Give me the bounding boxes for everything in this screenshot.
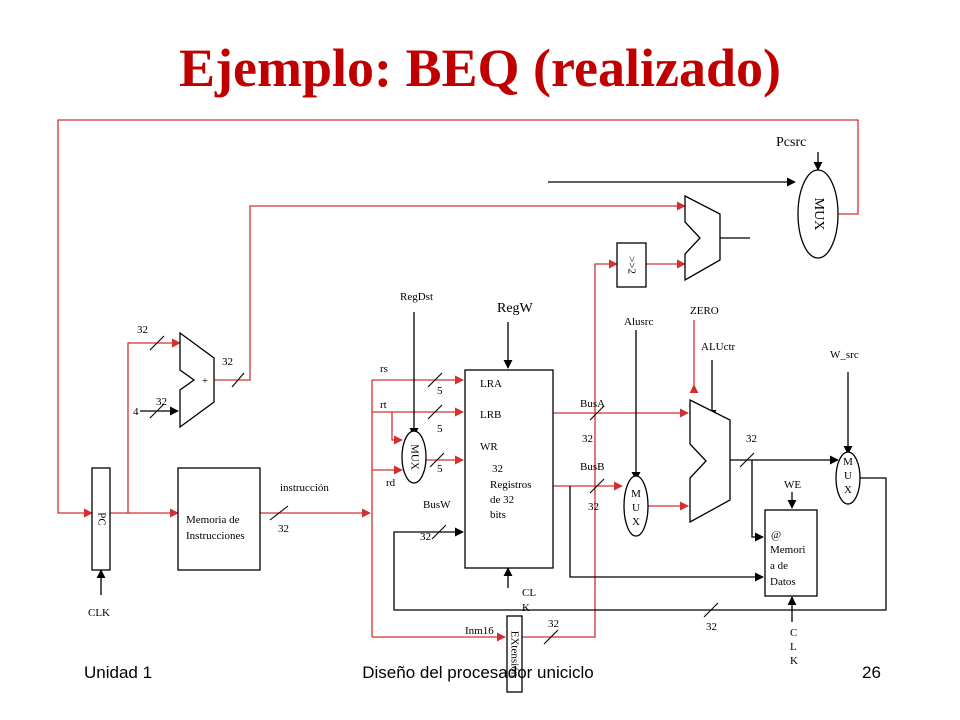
busa-label: BusA bbox=[580, 398, 605, 410]
instruction-memory: Memoria de Instrucciones bbox=[177, 467, 261, 571]
width-busa: 32 bbox=[582, 433, 593, 445]
clk-label: CLK bbox=[88, 607, 110, 619]
alu-mux: M U X bbox=[623, 475, 649, 537]
dmem-clk-2: L bbox=[790, 641, 797, 653]
extend-label: EXtensión bbox=[508, 631, 520, 678]
pc-adder: + bbox=[179, 331, 215, 429]
reg-text-1: Registros bbox=[490, 479, 532, 491]
width-extend: 32 bbox=[548, 618, 559, 630]
control-labels: Pcsrc RegDst RegW Alusrc ZERO ALUctr W_s… bbox=[88, 135, 859, 667]
regdst-mux-label: MUX bbox=[408, 444, 420, 470]
alu bbox=[689, 398, 731, 524]
shift-label: >>2 bbox=[625, 256, 637, 274]
branch-adder bbox=[684, 194, 721, 282]
dmem-clk-3: K bbox=[790, 655, 798, 667]
zero-label: ZERO bbox=[690, 305, 719, 317]
width-rt: 5 bbox=[437, 423, 443, 435]
alu-mux-u: U bbox=[632, 502, 640, 514]
regdst-label: RegDst bbox=[400, 291, 433, 303]
pc-register: PC bbox=[91, 467, 111, 571]
alusrc-label: Alusrc bbox=[624, 316, 653, 328]
width-rs: 5 bbox=[437, 385, 443, 397]
wsrc-label: W_src bbox=[830, 349, 859, 361]
wb-mux-u: U bbox=[844, 470, 852, 482]
footer-unit: Unidad 1 bbox=[84, 663, 152, 682]
register-file: LRA LRB WR 32 Registros de 32 bits bbox=[464, 369, 554, 569]
four-label: 4 bbox=[133, 406, 139, 418]
width-busw: 32 bbox=[420, 531, 431, 543]
reg-clk-1: CL bbox=[522, 587, 536, 599]
width-instr: 32 bbox=[278, 523, 289, 535]
width-pc-adder: 32 bbox=[137, 324, 148, 336]
reg-lra: LRA bbox=[480, 378, 502, 390]
bus-labels: rs rt rd instrucción BusA BusB BusW Inm1… bbox=[133, 324, 757, 637]
we-label: WE bbox=[784, 479, 801, 491]
sign-extension: EXtensión bbox=[506, 615, 523, 693]
reg-wr: WR bbox=[480, 441, 498, 453]
width-four: 32 bbox=[156, 396, 167, 408]
pcsrc-label: Pcsrc bbox=[776, 135, 806, 150]
dmem-at: @ bbox=[771, 529, 781, 541]
dmem-text-2: a de bbox=[770, 560, 788, 572]
black-wires bbox=[96, 152, 887, 622]
busw-label: BusW bbox=[423, 499, 451, 511]
shift-left-2: >>2 bbox=[616, 242, 647, 288]
pc-mux-label: MUX bbox=[811, 198, 826, 231]
slide-title: Ejemplo: BEQ (realizado) bbox=[179, 38, 781, 98]
rd-label: rd bbox=[386, 477, 396, 489]
reg-width: 32 bbox=[492, 463, 503, 475]
bus-width-ticks bbox=[149, 335, 755, 645]
pc-mux: MUX bbox=[797, 169, 839, 259]
dmem-text-3: Datos bbox=[770, 576, 796, 588]
reg-text-3: bits bbox=[490, 509, 506, 521]
alu-mux-m: M bbox=[631, 488, 641, 500]
red-wires bbox=[57, 119, 859, 642]
wb-mux-x: X bbox=[844, 484, 852, 496]
alu-mux-x: X bbox=[632, 516, 640, 528]
adder-symbol: + bbox=[202, 375, 208, 387]
dmem-text-1: Memori bbox=[770, 544, 805, 556]
busb-label: BusB bbox=[580, 461, 604, 473]
imem-label-1: Memoria de bbox=[186, 514, 240, 526]
aluctr-label: ALUctr bbox=[701, 341, 736, 353]
regw-label: RegW bbox=[497, 301, 534, 316]
wb-mux-m: M bbox=[843, 456, 853, 468]
reg-clk-2: K bbox=[522, 602, 530, 614]
width-alu-out: 32 bbox=[746, 433, 757, 445]
width-busb: 32 bbox=[588, 501, 599, 513]
rs-label: rs bbox=[380, 363, 388, 375]
footer-course: Diseño del procesador uniciclo bbox=[362, 663, 594, 682]
rt-label: rt bbox=[380, 399, 387, 411]
imem-label-2: Instrucciones bbox=[186, 530, 245, 542]
reg-lrb: LRB bbox=[480, 409, 501, 421]
width-wr: 5 bbox=[437, 463, 443, 475]
writeback-mux: M U X bbox=[835, 451, 861, 505]
pc-label: PC bbox=[95, 512, 107, 525]
reg-text-2: de 32 bbox=[490, 494, 514, 506]
page-number: 26 bbox=[862, 663, 881, 682]
width-wb: 32 bbox=[706, 621, 717, 633]
inm16-label: Inm16 bbox=[465, 625, 494, 637]
regdst-mux: MUX bbox=[401, 430, 427, 484]
instruccion-label: instrucción bbox=[280, 482, 329, 494]
data-memory: @ Memori a de Datos bbox=[764, 509, 818, 597]
dmem-clk-1: C bbox=[790, 627, 797, 639]
width-adder-out: 32 bbox=[222, 356, 233, 368]
